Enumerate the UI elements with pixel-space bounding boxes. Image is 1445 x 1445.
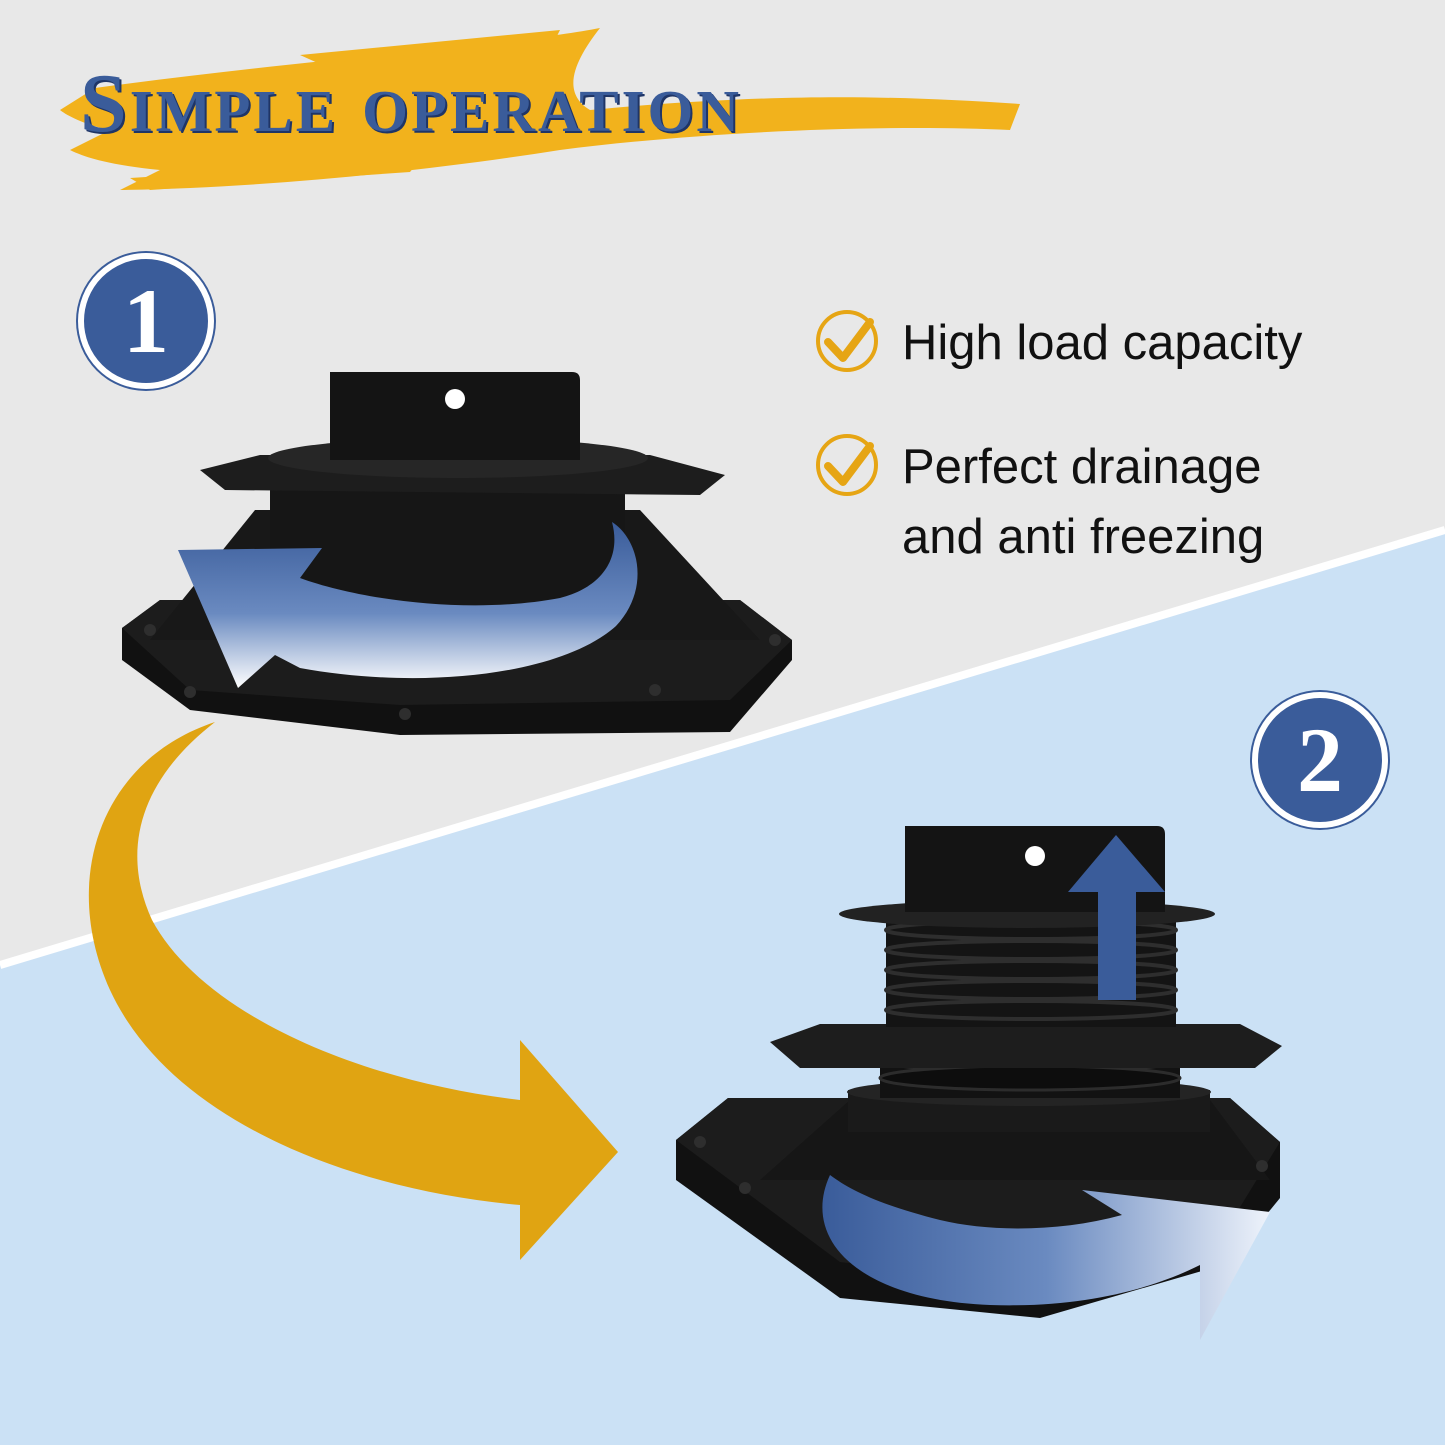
diagonal-divider <box>0 526 1445 969</box>
rotate-arrow-icon <box>822 1175 1270 1340</box>
feature-text-line: and anti freezing <box>902 510 1265 564</box>
feature-item-load-capacity: High load capacity <box>814 308 1302 378</box>
page-title: Simple operation <box>80 57 743 150</box>
step-badge-1: 1 <box>78 253 214 389</box>
check-circle-icon <box>816 434 878 496</box>
curved-arrow-icon <box>88 722 619 1260</box>
up-arrow-icon <box>1068 835 1165 1000</box>
feature-item-drainage: Perfect drainage and anti freezing <box>814 432 1264 572</box>
feature-text-line: High load capacity <box>902 316 1303 370</box>
rotate-arrow-icon <box>178 522 638 688</box>
step-badge-2: 2 <box>1252 692 1388 828</box>
check-circle-icon <box>816 310 878 372</box>
title-brush-stroke <box>60 28 1020 190</box>
feature-text-line: Perfect drainage <box>902 440 1262 494</box>
